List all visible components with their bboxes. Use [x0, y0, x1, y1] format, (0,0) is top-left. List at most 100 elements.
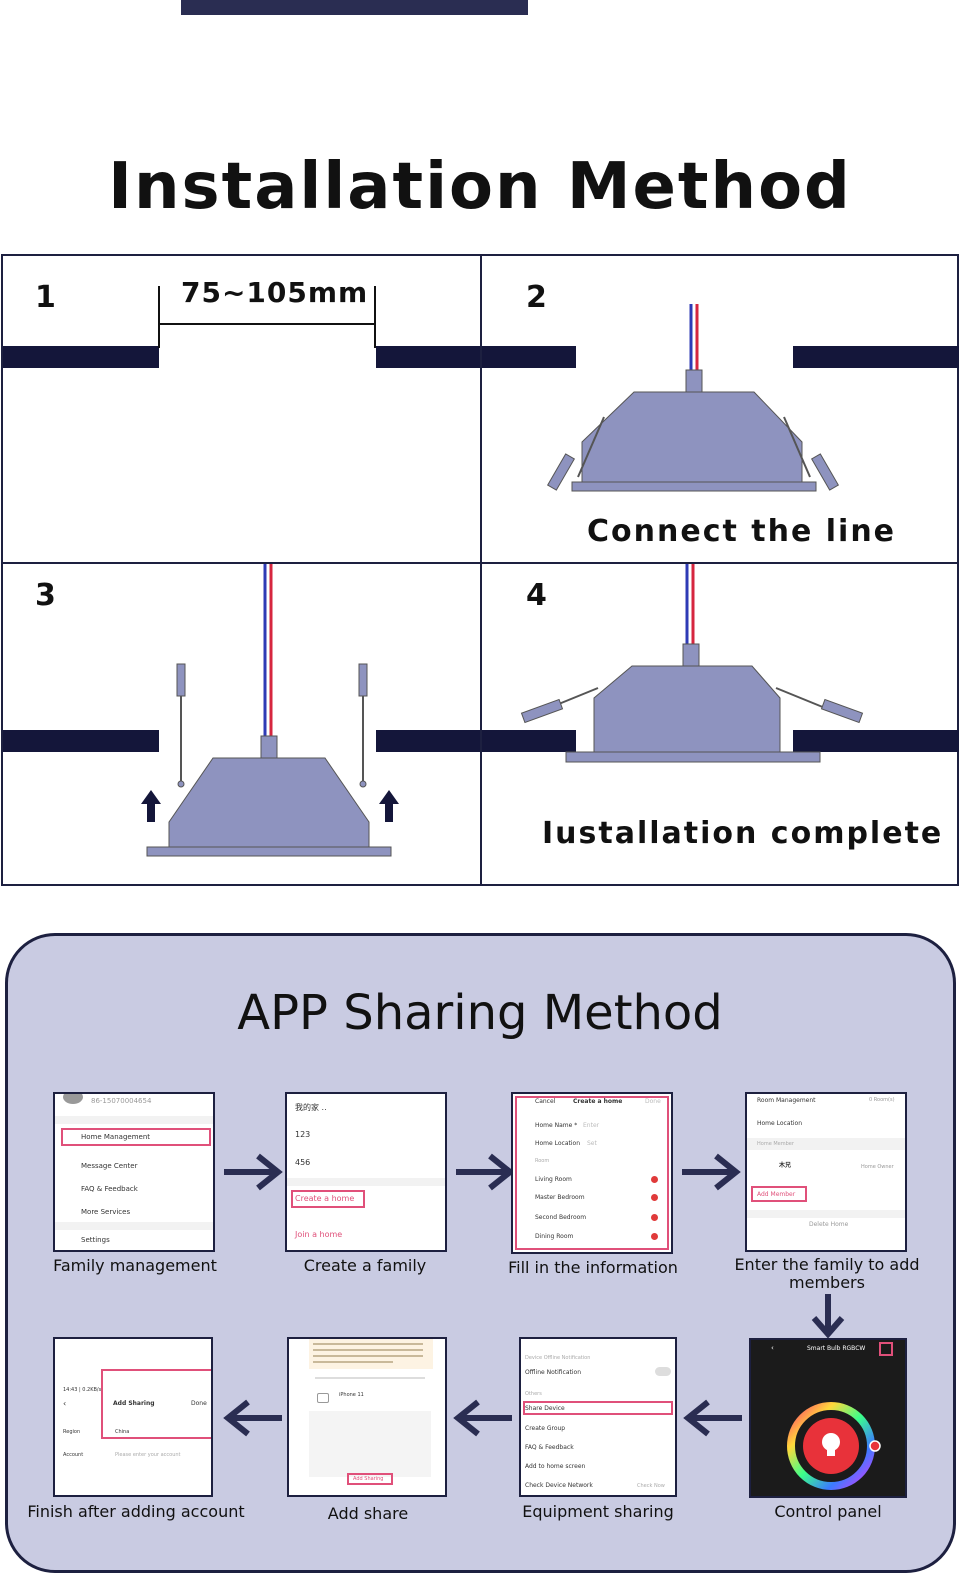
step-number: 4: [526, 578, 547, 613]
edit-icon[interactable]: [879, 1342, 893, 1356]
account-label: Account: [63, 1452, 84, 1458]
device-title: Smart Bulb RGBCW: [807, 1345, 866, 1352]
menu-item[interactable]: More Services: [81, 1208, 131, 1216]
menu-item[interactable]: Add to home screen: [525, 1463, 586, 1470]
delete-home-button[interactable]: Delete Home: [809, 1221, 849, 1228]
step-label: Fill in the information: [508, 1258, 678, 1277]
ceiling-slab-left: [3, 730, 159, 752]
home-item[interactable]: 456: [295, 1158, 311, 1167]
checkbox-icon[interactable]: [651, 1233, 658, 1240]
room-item: Living Room: [535, 1176, 572, 1183]
menu-item[interactable]: Share Device: [525, 1405, 565, 1412]
check-now-link[interactable]: Check Now: [637, 1483, 665, 1489]
checkbox-icon[interactable]: [651, 1194, 658, 1201]
avatar: [63, 1094, 83, 1104]
field-value[interactable]: Set: [587, 1140, 597, 1147]
arrow-right-icon: [682, 1153, 741, 1191]
step-label: Finish after adding account: [27, 1502, 245, 1521]
field-label: Home Location: [535, 1140, 581, 1147]
screen-title: Add Sharing: [113, 1400, 155, 1407]
step-number: 1: [35, 280, 56, 315]
toggle-switch[interactable]: [655, 1367, 671, 1376]
ceiling-slab-right: [376, 346, 480, 368]
menu-item[interactable]: Create Group: [525, 1425, 566, 1432]
ceiling-slab-left: [3, 346, 159, 368]
room-management-item[interactable]: Room Management: [757, 1097, 816, 1104]
section-header: Device Offline Notification: [525, 1355, 591, 1361]
room-count: 0 Room(s): [869, 1097, 895, 1103]
back-icon[interactable]: ‹: [63, 1399, 67, 1408]
menu-item[interactable]: Home Management: [81, 1133, 151, 1141]
offline-notification-item: Offline Notification: [525, 1369, 582, 1376]
step-label: Add share: [327, 1504, 409, 1523]
status-bar: 14:43 | 0.2KB/s: [63, 1387, 102, 1393]
join-home-button[interactable]: Join a home: [295, 1230, 343, 1239]
add-member-button[interactable]: Add Member: [757, 1191, 796, 1198]
menu-item[interactable]: Check Device Network: [525, 1482, 593, 1489]
ceiling-slab-left: [482, 730, 576, 752]
cancel-button[interactable]: Cancel: [535, 1098, 556, 1105]
screen-add-members: Room Management 0 Room(s) Home Location …: [745, 1092, 907, 1252]
screen-fill-information: Cancel Create a home Done Home Name * En…: [511, 1092, 673, 1254]
home-title: 我的家 ..: [295, 1103, 327, 1112]
highlight-box: [523, 1401, 673, 1415]
region-label: Region: [63, 1429, 81, 1435]
device-name: iPhone 11: [339, 1392, 364, 1398]
arrow-down-icon: [811, 1294, 845, 1338]
cutout-dimension: 75~105mm: [181, 276, 369, 309]
home-member-header: Home Member: [757, 1141, 794, 1147]
screen-family-management: 86-15070004654 Home Management Message C…: [53, 1092, 215, 1252]
step-number: 2: [526, 280, 547, 315]
menu-item[interactable]: FAQ & Feedback: [81, 1185, 138, 1193]
highlight-box: [751, 1186, 807, 1202]
grid-divider-horizontal: [3, 562, 957, 564]
home-item[interactable]: 123: [295, 1130, 311, 1139]
region-value[interactable]: China: [115, 1429, 130, 1435]
installation-title: Installation Method: [108, 150, 852, 224]
account-input[interactable]: Please enter your account: [115, 1452, 181, 1458]
step-3-cell: 3: [3, 564, 480, 884]
checkbox-icon[interactable]: [651, 1214, 658, 1221]
step-number: 3: [35, 578, 56, 613]
highlight-box: [347, 1473, 393, 1485]
highlight-box: [101, 1369, 211, 1439]
step-4-cell: 4 Iustallation complete: [482, 564, 959, 884]
step-label: Create a family: [303, 1256, 427, 1275]
step-caption: Iustallation complete: [542, 816, 944, 851]
color-wheel-icon[interactable]: [783, 1398, 883, 1498]
member-role: Home Owner: [861, 1164, 894, 1170]
menu-item[interactable]: Settings: [81, 1236, 110, 1244]
highlight-box: [291, 1190, 365, 1208]
grid-divider-vertical: [480, 256, 482, 884]
menu-item[interactable]: FAQ & Feedback: [525, 1444, 574, 1451]
arrow-right-icon: [456, 1153, 515, 1191]
arrow-right-icon: [224, 1153, 283, 1191]
done-button[interactable]: Done: [191, 1400, 207, 1407]
downlight-installed-icon: [520, 564, 864, 763]
step-2-cell: 2 Connect the line: [482, 256, 959, 562]
field-value[interactable]: Enter: [583, 1122, 600, 1129]
rooms-header: Room: [535, 1158, 550, 1164]
installation-grid: 1 75~105mm 2 Connect the line 3: [1, 254, 959, 886]
checkbox-icon[interactable]: [651, 1176, 658, 1183]
arrow-left-icon: [683, 1399, 742, 1437]
ceiling-slab-right: [793, 346, 959, 368]
ceiling-slab-right: [793, 730, 959, 752]
screen-add-account: 14:43 | 0.2KB/s ‹ Add Sharing Done Regio…: [53, 1337, 213, 1497]
step-caption: Connect the line: [587, 514, 897, 549]
menu-item[interactable]: Message Center: [81, 1162, 138, 1170]
section-header: Others: [525, 1391, 542, 1397]
arrow-left-icon: [223, 1399, 282, 1437]
account-number: 86-15070004654: [91, 1097, 152, 1105]
phone-icon: [317, 1393, 329, 1403]
screen-control-panel: ‹ Smart Bulb RGBCW: [749, 1338, 907, 1498]
screen-create-family: 我的家 .. 123 456 Create a home Join a home: [285, 1092, 447, 1252]
back-icon[interactable]: ‹: [771, 1344, 774, 1352]
add-sharing-button[interactable]: Add Sharing: [353, 1476, 384, 1482]
create-home-button[interactable]: Create a home: [295, 1194, 355, 1203]
home-location-item[interactable]: Home Location: [757, 1120, 803, 1127]
room-item: Master Bedroom: [535, 1194, 585, 1201]
step-label: Enter the family to add members: [734, 1255, 920, 1292]
done-button[interactable]: Done: [645, 1098, 661, 1105]
step-label: Equipment sharing: [522, 1502, 674, 1521]
